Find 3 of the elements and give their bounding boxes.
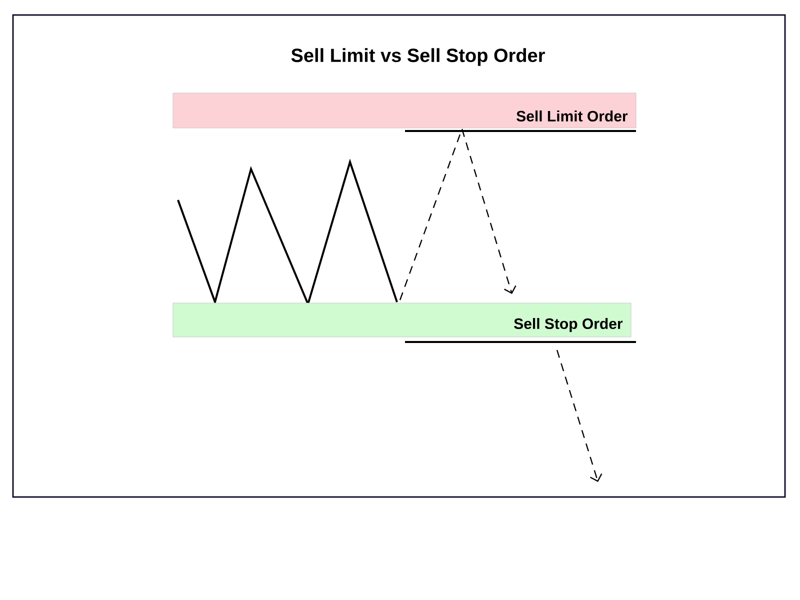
price-zone-band: Sell Stop Order [172, 302, 632, 338]
price-zone-band: Sell Limit Order [172, 92, 636, 128]
title: Sell Limit vs Sell Stop Order [291, 48, 545, 66]
